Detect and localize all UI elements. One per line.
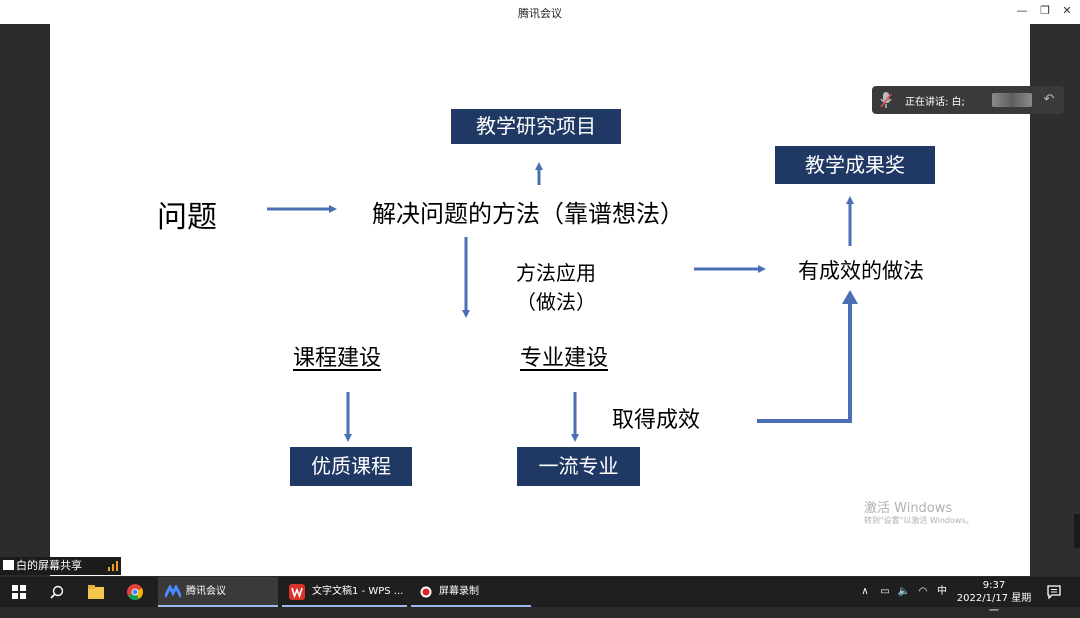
method-text: 解决问题的方法（靠谱想法） — [372, 200, 684, 228]
taskbar: 腾讯会议 文字文稿1 - WPS ... 屏幕录制 ∧ ▭ 🔈 ◠ 中 9:37… — [0, 577, 1080, 617]
wps-writer-icon — [289, 584, 305, 600]
battery-icon[interactable]: ▭ — [880, 586, 890, 597]
close-icon[interactable]: ✕ — [1062, 4, 1072, 17]
microphone-icon — [880, 92, 892, 108]
application-practice-text: （做法） — [516, 290, 596, 314]
teaching-award-box: 教学成果奖 — [775, 146, 935, 184]
right-panel — [1030, 24, 1080, 576]
taskbar-app-screen-recording[interactable]: 屏幕录制 — [411, 577, 531, 607]
first-class-major-box: 一流专业 — [517, 447, 640, 486]
taskbar-app-label: 文字文稿1 - WPS ... — [312, 586, 404, 597]
window-title: 腾讯会议 — [518, 7, 562, 20]
course-building-text: 课程建设 — [293, 346, 382, 371]
windows-start-icon[interactable] — [12, 585, 26, 599]
active-indicator — [282, 605, 407, 607]
active-indicator — [411, 605, 531, 607]
volume-icon[interactable]: 🔈 — [897, 586, 911, 597]
clock-date: 2022/1/17 星期一 — [956, 593, 1032, 617]
screen-share-tag[interactable]: 白的屏幕共享 — [0, 557, 121, 575]
return-icon[interactable]: ↶ — [1043, 92, 1055, 107]
teaching-research-project-box: 教学研究项目 — [451, 109, 621, 144]
search-icon[interactable] — [50, 585, 64, 599]
clock-time: 9:37 — [982, 580, 1006, 591]
effective-practice-text: 有成效的做法 — [798, 259, 924, 283]
notification-center-icon[interactable] — [1047, 585, 1061, 599]
problem-text: 问题 — [157, 200, 217, 235]
tencent-meeting-icon — [165, 585, 181, 598]
restore-icon[interactable]: ❐ — [1040, 4, 1050, 17]
speaker-indicator: 正在讲话: 白; ↶ — [872, 86, 1064, 114]
application-text: 方法应用 — [516, 261, 596, 285]
record-icon — [420, 586, 432, 598]
activate-windows-title: 激活 Windows — [864, 501, 953, 516]
input-method-indicator[interactable]: 中 — [937, 586, 947, 597]
tray-expand-icon[interactable]: ∧ — [861, 586, 869, 597]
taskbar-app-tencent-meeting[interactable]: 腾讯会议 — [158, 577, 278, 607]
speaker-label: 正在讲话: 白; — [905, 97, 965, 108]
minimize-icon[interactable]: — — [1016, 4, 1028, 17]
taskbar-app-label: 屏幕录制 — [439, 586, 479, 597]
speaker-name-blurred — [992, 93, 1032, 107]
taskbar-app-label: 腾讯会议 — [186, 586, 226, 597]
screen-share-icon — [3, 560, 14, 570]
taskbar-clock[interactable]: 9:37 2022/1/17 星期一 — [952, 579, 1036, 618]
major-building-text: 专业建设 — [520, 346, 609, 371]
network-icon[interactable]: ◠ — [918, 586, 928, 597]
active-indicator — [158, 605, 278, 607]
activate-windows-hint: 转到"设置"以激活 Windows。 — [864, 516, 974, 525]
taskbar-app-wps[interactable]: 文字文稿1 - WPS ... — [282, 577, 407, 607]
chrome-icon[interactable] — [127, 584, 143, 600]
quality-course-box: 优质课程 — [290, 447, 412, 486]
achieve-results-text: 取得成效 — [612, 408, 701, 433]
file-explorer-icon[interactable] — [88, 585, 104, 599]
scrollbar-thumb[interactable] — [1074, 514, 1080, 548]
arrow-achieve-to-practice — [757, 298, 852, 423]
screen-share-label: 白的屏幕共享 — [16, 559, 82, 572]
signal-bars-icon — [108, 561, 118, 571]
arrow-achieve-head — [842, 290, 858, 304]
